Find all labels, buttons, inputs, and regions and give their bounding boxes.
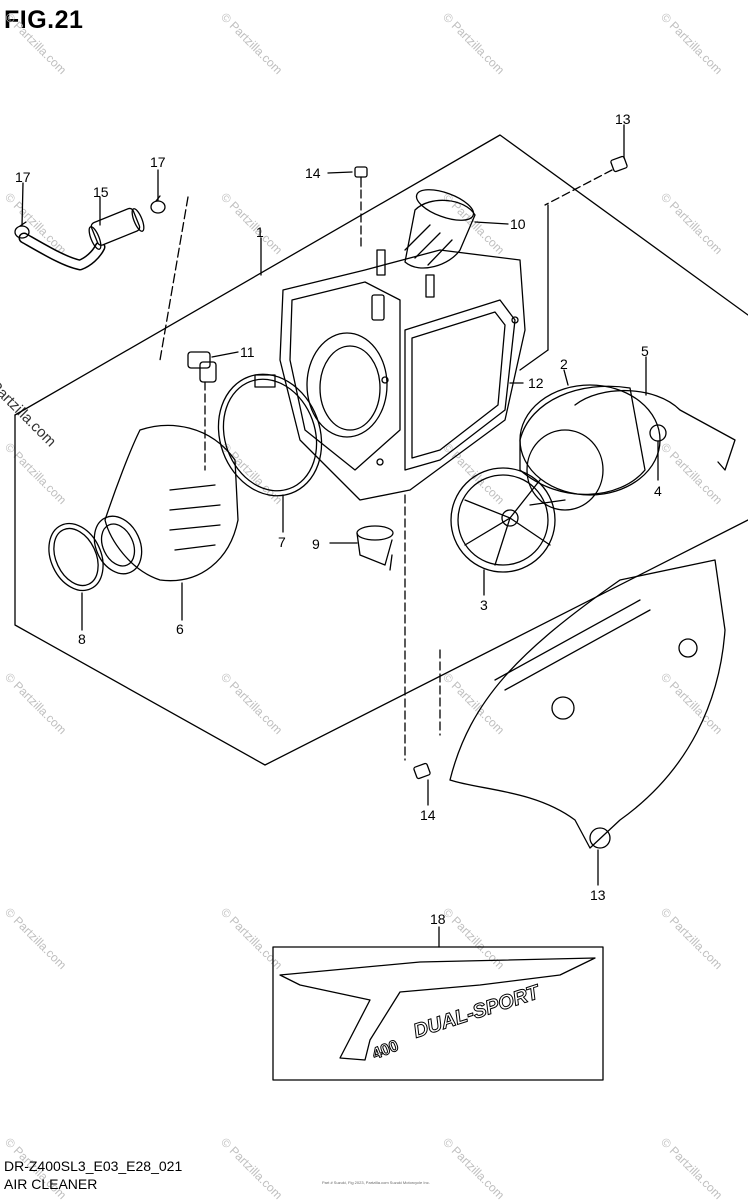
emblem-lettering: DUAL-SPORT 400 xyxy=(369,980,544,1063)
hose-clamp-8 xyxy=(48,522,104,592)
svg-text:DUAL-SPORT: DUAL-SPORT xyxy=(411,981,544,1043)
callout-17-right: 17 xyxy=(150,154,166,170)
callout-17-left: 17 xyxy=(15,169,31,185)
elbow-fitting-11 xyxy=(187,351,217,471)
callout-15: 14 xyxy=(305,165,321,181)
wire-clip-5 xyxy=(574,389,736,471)
breather-hose-16 xyxy=(18,207,145,271)
drain-plug-9 xyxy=(356,525,394,571)
callout-12: 12 xyxy=(528,375,544,391)
assembly-outline xyxy=(14,134,748,416)
side-cover-13 xyxy=(449,559,726,849)
intake-boot-6 xyxy=(93,424,239,582)
clamp-band-7 xyxy=(217,373,323,497)
bolt-15 xyxy=(354,166,368,251)
callout-16: 15 xyxy=(93,184,109,200)
callout-3: 3 xyxy=(480,597,488,613)
callout-labels: 17 15 17 14 13 10 1 11 2 5 12 4 7 9 3 6 … xyxy=(15,111,662,927)
bolt-14-bottom xyxy=(404,494,431,780)
filter-element-2 xyxy=(519,384,661,511)
bolt-14-top xyxy=(544,155,628,206)
callout-13: 13 xyxy=(590,887,606,903)
callout-18: 18 xyxy=(430,911,446,927)
callout-11: 11 xyxy=(240,344,255,360)
callout-9: 9 xyxy=(312,536,320,552)
callout-2: 2 xyxy=(560,356,568,372)
inlet-tube-10 xyxy=(404,189,476,269)
model-code: DR-Z400SL3_E03_E28_021 xyxy=(4,1158,183,1174)
callout-4: 4 xyxy=(654,483,662,499)
copyright-note: Part # Suzuki, Fig 2023, Partzilla.com S… xyxy=(322,1180,430,1185)
callout-1: 1 xyxy=(256,224,264,240)
svg-text:400: 400 xyxy=(370,1037,401,1063)
callout-14-bottom: 14 xyxy=(420,807,436,823)
callout-5: 5 xyxy=(641,343,649,359)
callout-14-top: 13 xyxy=(615,111,631,127)
emblem-decal-18 xyxy=(272,946,604,1081)
section-name: AIR CLEANER xyxy=(4,1176,98,1192)
callout-7: 7 xyxy=(278,534,286,550)
element-frame-3 xyxy=(450,467,556,573)
air-cleaner-case-1 xyxy=(279,249,526,501)
callout-8: 8 xyxy=(78,631,86,647)
callout-10: 10 xyxy=(510,216,526,232)
callout-6: 6 xyxy=(176,621,184,637)
figure-title: FIG.21 xyxy=(4,6,84,34)
